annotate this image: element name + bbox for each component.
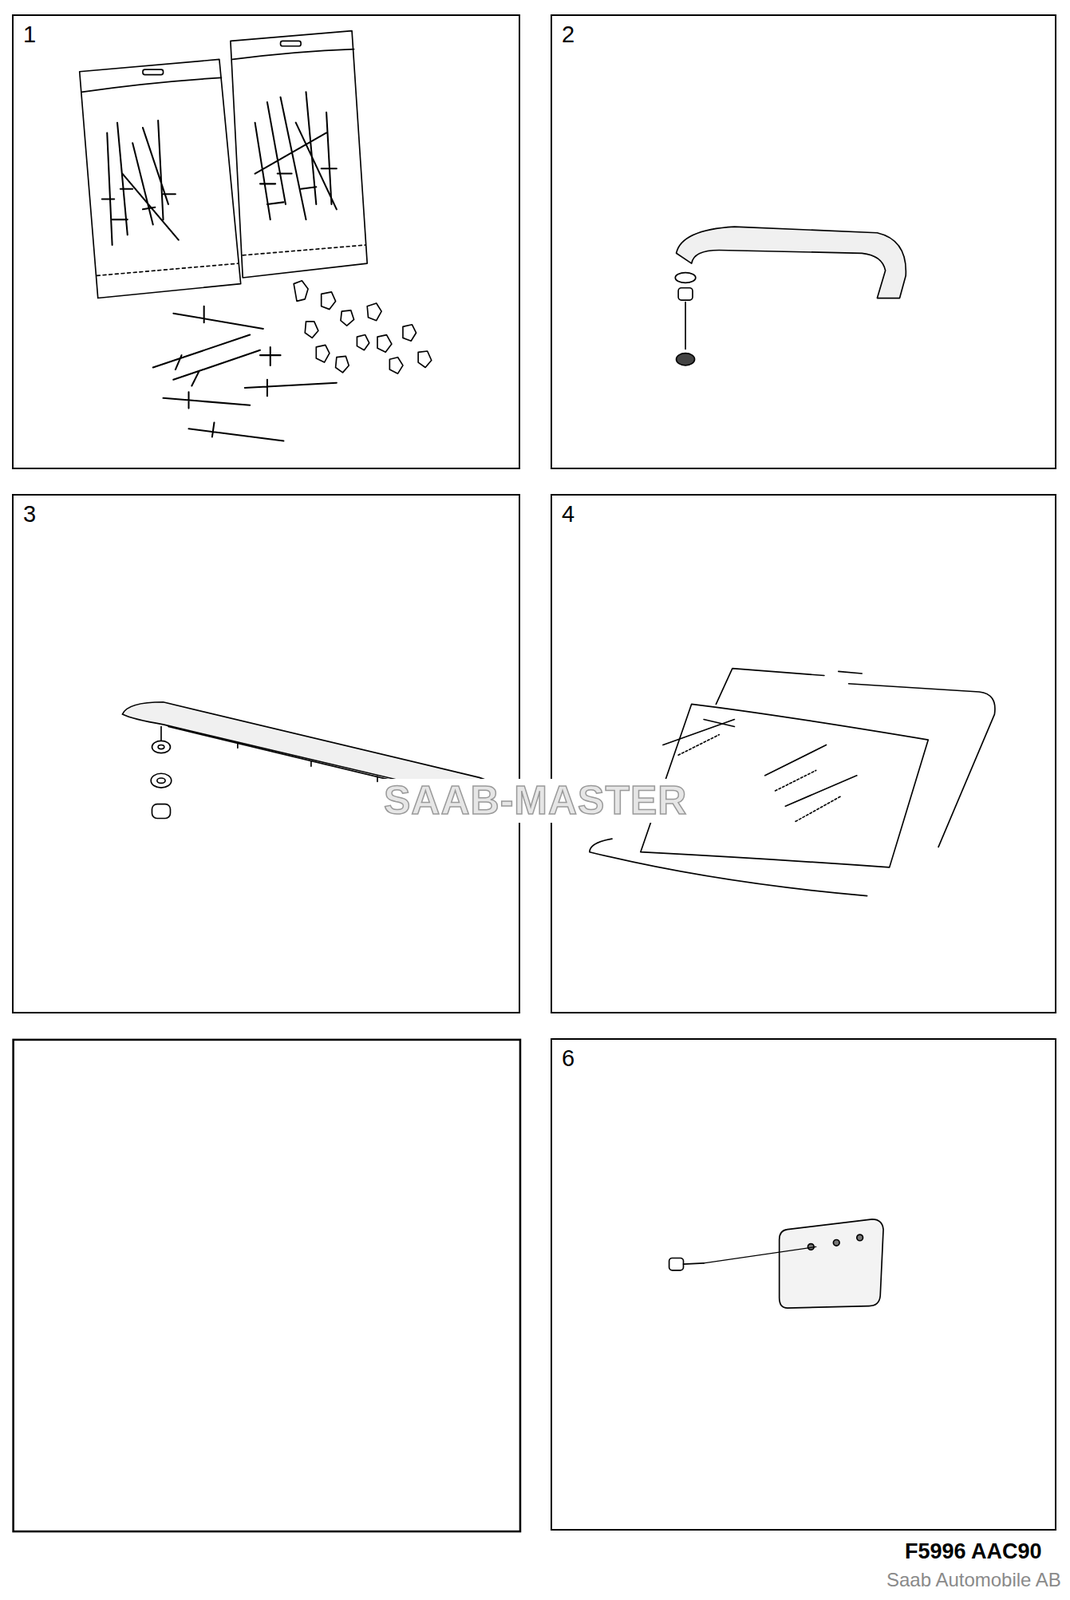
rivet-bags: [79, 31, 432, 442]
grab-handle: [675, 226, 906, 366]
watermark: SAAB-MASTER: [380, 778, 691, 823]
callout-number: 1: [23, 22, 36, 48]
callout-number: 2: [561, 22, 575, 48]
empty-panel: [13, 1039, 521, 1532]
figure-panel: 4: [550, 493, 1057, 1014]
figure-code: F5996 AAC90: [904, 1539, 1043, 1564]
figure-panel: 3: [11, 493, 521, 1014]
callout-number: 3: [23, 501, 36, 528]
copyright-note: Saab Automobile AB: [886, 1569, 1062, 1591]
cover-plate: [669, 1219, 884, 1308]
figure-panel: 6: [550, 1038, 1057, 1531]
callout-number: 4: [561, 501, 575, 528]
figure-panel: 1: [11, 14, 521, 470]
callout-number: 6: [561, 1046, 575, 1072]
figure-panel: 2: [550, 14, 1057, 470]
